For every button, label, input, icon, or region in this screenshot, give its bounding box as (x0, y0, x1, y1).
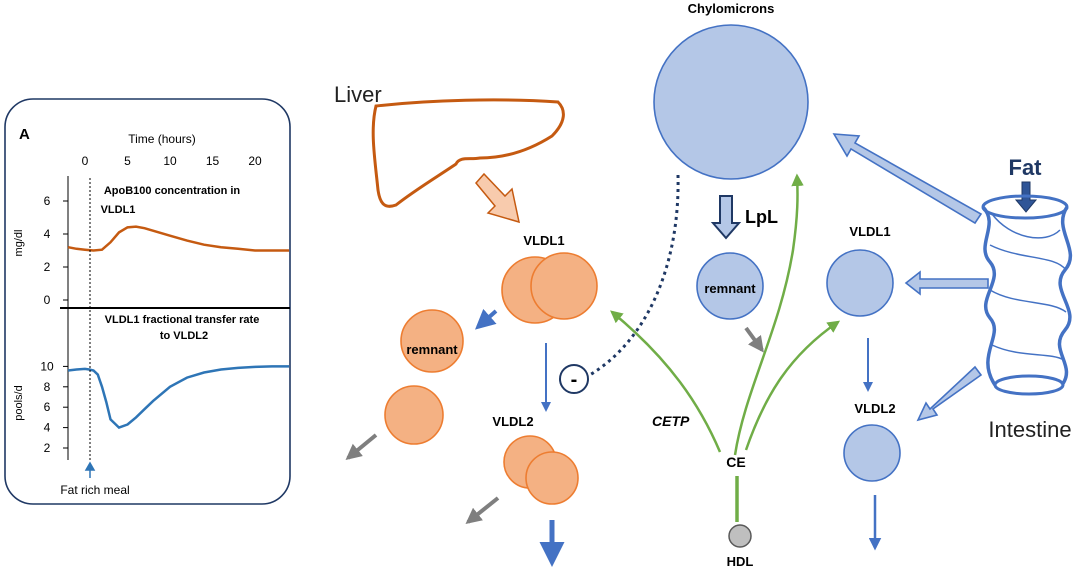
apob100-concentration-line (67, 225, 289, 252)
liver-label: Liver (334, 82, 382, 107)
bottom-y-tick-label: 4 (44, 421, 51, 435)
meal-label: Fat rich meal (60, 483, 129, 497)
bottom-y-tick-labels: 10 8 6 4 2 (40, 359, 68, 455)
hdl-particle (728, 524, 752, 548)
time-tick-label: 0 (82, 154, 89, 168)
lpl-label: LpL (745, 207, 778, 227)
liver-vldl2-label: VLDL2 (492, 414, 533, 429)
chart-bottom: 10 8 6 4 2 pools/d VLDL1 fractional transfer… (13, 308, 289, 460)
intestine-pathway: VLDL1 VLDL2 Fat Intestine (826, 133, 1073, 551)
vldl1-to-remnant-arrow (475, 308, 498, 330)
intestine-label: Intestine (988, 417, 1071, 442)
chylomicron-remnant-label: remnant (704, 281, 756, 296)
remnant-out-arrow (744, 326, 764, 353)
ce-to-chylomicron-arrow (733, 173, 804, 456)
bottom-y-tick-label: 8 (44, 380, 51, 394)
inhibition-circle (559, 364, 589, 394)
panel-label: A (19, 126, 30, 143)
liver-shape (371, 98, 565, 208)
bottom-y-tick-label: 6 (44, 400, 51, 414)
time-tick-label: 20 (248, 154, 262, 168)
intestine-tube-icon (981, 194, 1073, 396)
liver-remnant-label: remnant (406, 342, 458, 357)
intestine-to-vldl2-arrow (916, 365, 983, 422)
liver-remnant-particle (400, 309, 464, 373)
liver-vldl1-label: VLDL1 (523, 233, 564, 248)
chylomicron-pathway: Chylomicrons LpL remnant CETP CE HDL (610, 1, 841, 569)
top-y-axis-label: mg/dl (13, 230, 25, 257)
lpl-arrow (710, 195, 742, 240)
time-tick-labels: 0 5 10 15 20 (82, 154, 262, 168)
chylomicron-particle (653, 24, 809, 180)
meal-arrow-icon (84, 461, 96, 478)
bottom-y-tick-label: 10 (40, 359, 54, 373)
orange-small-particle (384, 385, 444, 445)
liver-to-vldl1-arrow (475, 172, 520, 224)
bottom-chart-title-line2: to VLDL2 (160, 330, 208, 342)
chylomicrons-label: Chylomicrons (688, 1, 775, 16)
time-tick-label: 5 (124, 154, 131, 168)
top-chart-title-line1: ApoB100 concentration in (104, 185, 241, 197)
panel-a-border (4, 98, 291, 505)
liver-vldl2-particle-front (525, 451, 579, 505)
liver-group: Liver (334, 82, 565, 224)
ce-label: CE (726, 454, 745, 470)
intestine-vldl1-label: VLDL1 (849, 224, 890, 239)
cetp-label: CETP (652, 413, 690, 429)
inhibition-minus: - (571, 369, 578, 391)
top-y-tick-labels: 6 4 2 0 (44, 194, 68, 307)
liver-vldl1-particle-front (530, 252, 598, 320)
intestine-vldl2-particle (843, 424, 901, 482)
top-y-tick-label: 6 (44, 194, 51, 208)
bottom-y-tick-label: 2 (44, 441, 51, 455)
hdl-label: HDL (727, 554, 754, 569)
bottom-chart-title-line1: VLDL1 fractional transfer rate (105, 314, 260, 326)
top-y-tick-label: 2 (44, 260, 51, 274)
intestine-to-vldl1-arrow (904, 270, 989, 296)
time-tick-label: 10 (163, 154, 177, 168)
chylomicron-inhibition-dotted-line (587, 174, 680, 378)
chart-top: 6 4 2 0 mg/dl ApoB100 concentration in VLDL… (13, 176, 289, 308)
top-y-tick-label: 0 (44, 293, 51, 307)
vldl1-transfer-rate-line (67, 365, 289, 430)
fat-label: Fat (1009, 155, 1043, 180)
intestine-vldl1-particle (826, 249, 894, 317)
bottom-y-axis-label: pools/d (13, 385, 25, 420)
vldl2-gray-out-arrow (465, 496, 500, 524)
time-tick-label: 15 (206, 154, 220, 168)
chylomicron-remnant-particle (696, 252, 764, 320)
liver-vldl-pathway: VLDL1 remnant VLDL2 - (345, 174, 680, 567)
small-particle-out-arrow (345, 433, 378, 461)
time-axis-label: Time (hours) (128, 132, 196, 146)
top-chart-title-line2: VLDL1 (101, 204, 136, 216)
intestine-to-chylomicron-arrow (832, 133, 983, 225)
ce-to-intestine-vldl1-arrow (744, 320, 841, 451)
top-y-tick-label: 4 (44, 227, 51, 241)
intestine-vldl2-label: VLDL2 (854, 401, 895, 416)
ce-to-liver-vldl1-arrow (610, 310, 722, 453)
